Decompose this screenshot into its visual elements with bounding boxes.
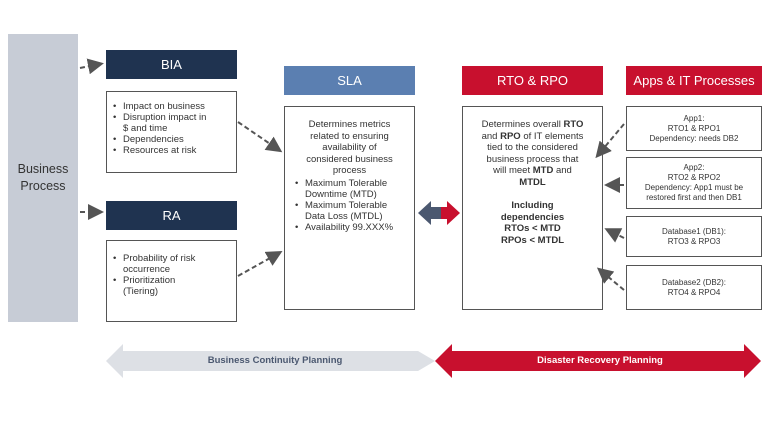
rto-rpo-dependencies: Including dependencies RTOs < MTD RPOs <…: [500, 200, 565, 246]
db1-to-rto-arrow: [604, 228, 625, 243]
sla-left-arrowhead: [418, 201, 431, 225]
rto-rpo-header: RTO & RPO: [462, 66, 603, 95]
ra-title: RA: [162, 208, 181, 223]
apps-header: Apps & IT Processes: [626, 66, 762, 95]
sla-title: SLA: [337, 73, 362, 88]
app1-box: App1: RTO1 & RPO1 Dependency: needs DB2: [626, 106, 762, 151]
db2-box: Database2 (DB2): RTO4 & RPO4: [626, 265, 762, 310]
rto-rpo-description: Determines overall RTO and RPO of IT ele…: [481, 119, 584, 188]
bia-item: Resources at risk: [113, 145, 236, 156]
business-process-line2: Process: [20, 179, 66, 193]
business-process-block: Business Process: [8, 34, 78, 322]
sla-box: Determines metrics related to ensuring a…: [284, 106, 415, 310]
bia-item: Dependencies: [113, 134, 236, 145]
apps-title: Apps & IT Processes: [633, 73, 755, 88]
bcp-label: Business Continuity Planning: [207, 355, 343, 366]
rto-right-arrowhead: [447, 201, 460, 225]
drp-arrow: [435, 344, 761, 378]
bia-box: Impact on business Disruption impact in$…: [106, 91, 237, 173]
sla-description: Determines metrics related to ensuring a…: [306, 119, 393, 176]
bcp-arrow-tip: [418, 351, 435, 371]
ra-header: RA: [106, 201, 237, 230]
bia-to-sla-arrow: [237, 121, 283, 153]
ra-item: Prioritization(Tiering): [113, 275, 236, 297]
drp-label: Disaster Recovery Planning: [537, 355, 663, 366]
bia-title: BIA: [161, 57, 182, 72]
bia-item: Disruption impact in$ and time: [113, 112, 236, 134]
db1-box: Database1 (DB1): RTO3 & RPO3: [626, 216, 762, 257]
business-process-line1: Business: [17, 162, 69, 176]
rto-rpo-box: Determines overall RTO and RPO of IT ele…: [462, 106, 603, 310]
app2-box: App2: RTO2 & RPO2 Dependency: App1 must …: [626, 157, 762, 209]
sla-header: SLA: [284, 66, 415, 95]
bia-header: BIA: [106, 50, 237, 79]
bcp-arrow: [106, 344, 418, 378]
bp-to-bia-arrow: [79, 58, 104, 75]
rto-rpo-title: RTO & RPO: [496, 73, 569, 88]
ra-to-sla-arrow: [237, 251, 283, 277]
sla-item: Availability 99.XXX%: [295, 222, 414, 233]
db2-to-rto-arrow: [596, 267, 625, 291]
app1-to-rto-arrow: [595, 123, 625, 159]
bia-item: Impact on business: [113, 101, 236, 112]
rto-arrow-body: [441, 207, 449, 219]
sla-arrow-body: [431, 207, 441, 219]
